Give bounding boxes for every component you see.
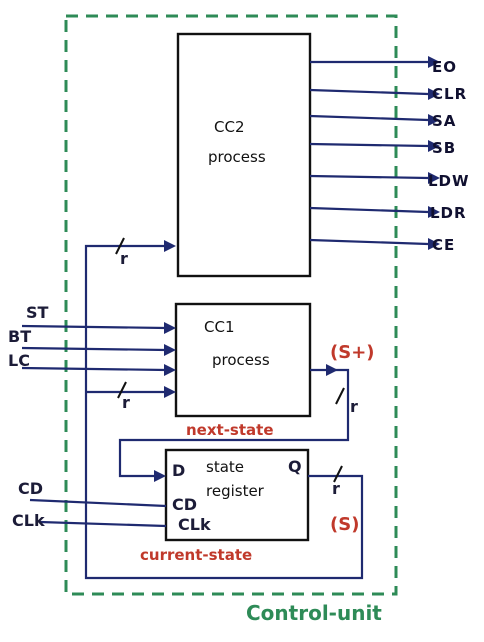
bus-width-cc1: r [122,393,130,412]
next-state-label: next-state [186,421,274,439]
bus-width-q: r [332,479,340,498]
port-q-label: Q [288,457,302,476]
current-state-bus [84,244,364,580]
s-plus-arrowhead [326,364,338,376]
bus-width-cc2: r [120,249,128,268]
next-state-arrowhead [154,470,166,482]
output-ldw: LDW [428,172,470,190]
output-wires [309,60,429,246]
state-register-title: state [206,458,244,476]
input-st: ST [26,303,49,322]
cc2-title: CC2 [214,118,245,136]
cc2-block [176,32,312,278]
current-state-arrowheads [164,240,176,398]
input-bt: BT [8,327,31,346]
output-ce: CE [432,236,455,254]
cc2-subtitle: process [208,148,266,166]
cc1-subtitle: process [212,351,270,369]
port-d-label: D [172,461,185,480]
bus-slashes [115,237,345,483]
output-ldr: LDR [430,204,467,222]
state-register-block [164,448,310,542]
output-sb: SB [432,139,456,157]
cc1-block [174,302,312,418]
state-register-subtitle: register [206,482,265,500]
output-clr: CLR [432,85,467,103]
output-sa: SA [432,112,456,130]
output-arrowheads [428,56,440,250]
s-label: (S) [330,514,359,535]
input-cd: CD [18,479,43,498]
input-arrowheads [164,322,176,376]
port-clk-label: CLk [178,515,211,534]
control-unit-label: Control-unit [246,601,382,625]
port-cd-label: CD [172,495,197,514]
control-unit-boundary [64,14,398,596]
bus-width-next: r [350,397,358,416]
current-state-label: current-state [140,546,252,564]
reg-input-wires [29,498,167,528]
cc1-title: CC1 [204,318,235,336]
input-clk: CLk [12,511,45,530]
s-plus-label: (S+) [330,342,375,363]
output-eo: EO [432,58,457,76]
input-wires [21,324,167,372]
input-lc: LC [8,351,30,370]
next-state-wire [118,368,350,478]
